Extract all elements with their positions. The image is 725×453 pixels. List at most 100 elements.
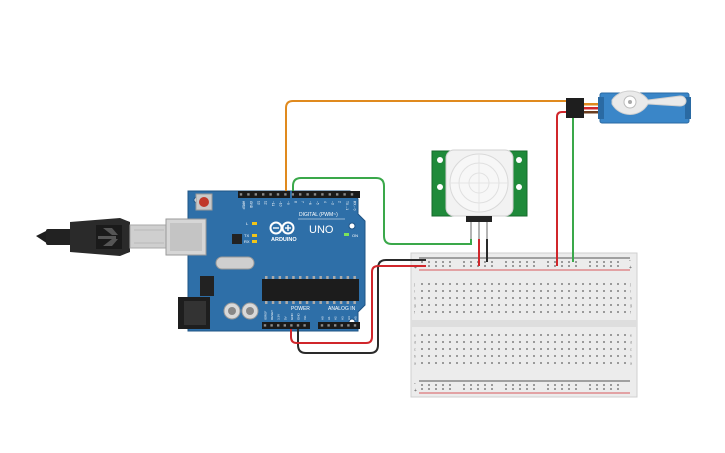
breadboard-hole xyxy=(603,297,605,299)
breadboard-hole xyxy=(617,388,619,390)
breadboard-hole xyxy=(582,311,584,313)
breadboard-hole xyxy=(421,355,423,357)
breadboard-hole xyxy=(610,362,612,364)
atmega-chip xyxy=(262,279,359,301)
breadboard-hole xyxy=(442,334,444,336)
breadboard-hole xyxy=(498,334,500,336)
breadboard-hole xyxy=(519,388,521,390)
chip-pin xyxy=(278,301,282,304)
breadboard-hole xyxy=(575,384,577,386)
breadboard-hole xyxy=(498,304,500,306)
breadboard-hole xyxy=(582,290,584,292)
rail-minus-label: - xyxy=(414,381,416,387)
breadboard-hole xyxy=(449,290,451,292)
breadboard-row-letter: j xyxy=(629,283,631,287)
power-pin-label: GND xyxy=(297,313,301,321)
breadboard-hole xyxy=(533,384,535,386)
breadboard-hole xyxy=(463,334,465,336)
breadboard-hole xyxy=(568,334,570,336)
breadboard-hole xyxy=(526,348,528,350)
breadboard-hole xyxy=(463,341,465,343)
header-pin xyxy=(270,324,273,327)
header-pin xyxy=(320,324,324,327)
breadboard-hole xyxy=(526,388,528,390)
breadboard-hole xyxy=(596,362,598,364)
arduino-brand: ARDUINO xyxy=(271,237,297,243)
breadboard-hole xyxy=(624,311,626,313)
led-tx-label: TX xyxy=(244,233,249,238)
breadboard-hole xyxy=(435,265,437,267)
led-rx xyxy=(252,240,257,243)
breadboard-hole xyxy=(519,341,521,343)
reset-button-cap[interactable] xyxy=(199,197,209,207)
breadboard-hole xyxy=(421,297,423,299)
breadboard-hole xyxy=(505,348,507,350)
power-pin-label: RESET xyxy=(270,310,274,320)
breadboard-hole xyxy=(491,261,493,263)
header-pin xyxy=(276,193,280,196)
breadboard-hole xyxy=(470,384,472,386)
breadboard-hole xyxy=(484,388,486,390)
breadboard-center-channel xyxy=(411,320,637,327)
breadboard-hole xyxy=(442,261,444,263)
breadboard-hole xyxy=(526,265,528,267)
breadboard-hole xyxy=(505,311,507,313)
breadboard-hole xyxy=(456,283,458,285)
breadboard-row-letter: a xyxy=(630,362,632,366)
breadboard-hole xyxy=(547,384,549,386)
breadboard-hole xyxy=(603,283,605,285)
chip-pin xyxy=(353,301,356,304)
breadboard-hole xyxy=(582,334,584,336)
breadboard-hole xyxy=(582,355,584,357)
breadboard-hole xyxy=(582,348,584,350)
breadboard-hole xyxy=(533,290,535,292)
chip-pin xyxy=(346,276,350,279)
breadboard-hole xyxy=(596,265,598,267)
breadboard-hole xyxy=(610,311,612,313)
breadboard-hole xyxy=(442,348,444,350)
digital-pin-label: 2 xyxy=(338,201,342,203)
breadboard-hole xyxy=(498,341,500,343)
breadboard-hole xyxy=(568,348,570,350)
led-on xyxy=(344,233,349,236)
breadboard-hole xyxy=(484,384,486,386)
servo-lead-power xyxy=(584,107,602,110)
breadboard-hole xyxy=(589,265,591,267)
breadboard-hole xyxy=(589,283,591,285)
rail-plus-label: + xyxy=(414,388,417,394)
breadboard-hole xyxy=(554,265,556,267)
digital-pin-label: TX→1 xyxy=(345,201,349,210)
chip-pin xyxy=(285,276,288,279)
breadboard-hole xyxy=(498,362,500,364)
chip-pin xyxy=(271,276,275,279)
breadboard-hole xyxy=(421,290,423,292)
breadboard-hole xyxy=(512,261,514,263)
crystal-oscillator xyxy=(215,256,255,270)
breadboard-hole xyxy=(505,362,507,364)
breadboard-hole xyxy=(533,355,535,357)
breadboard-hole xyxy=(561,362,563,364)
breadboard-row-letter: g xyxy=(414,304,416,308)
breadboard-hole xyxy=(512,388,514,390)
breadboard-hole xyxy=(456,297,458,299)
wire-orange-servo-signal xyxy=(285,100,566,191)
breadboard-hole xyxy=(456,311,458,313)
breadboard-hole xyxy=(491,290,493,292)
breadboard-row-letter: c xyxy=(630,348,632,352)
breadboard-hole xyxy=(526,283,528,285)
usb-strain-relief xyxy=(46,229,72,245)
breadboard-hole xyxy=(512,290,514,292)
breadboard-hole xyxy=(617,297,619,299)
breadboard-hole xyxy=(512,355,514,357)
breadboard-hole xyxy=(519,261,521,263)
breadboard-hole xyxy=(519,304,521,306)
breadboard-hole xyxy=(498,283,500,285)
breadboard-hole xyxy=(491,265,493,267)
breadboard-hole xyxy=(512,384,514,386)
breadboard-hole xyxy=(554,297,556,299)
breadboard-hole xyxy=(526,297,528,299)
breadboard-hole xyxy=(512,304,514,306)
